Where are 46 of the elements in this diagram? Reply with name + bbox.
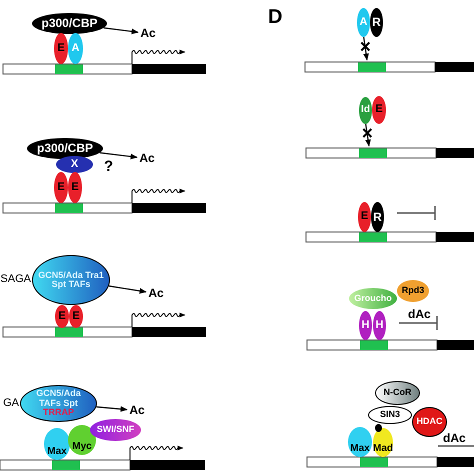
question-mark: ? xyxy=(104,158,114,175)
complex-ellipse: SWI/SNF xyxy=(90,419,141,441)
protein-ellipse: Mad xyxy=(373,428,393,457)
protein-ellipse: H xyxy=(373,311,386,340)
protein-ellipse: N-CoR xyxy=(375,381,420,405)
protein-ellipse: p300/CBP xyxy=(32,13,107,34)
protein-ellipse: H xyxy=(359,311,372,340)
arrow xyxy=(100,152,138,160)
acetylation-label: Ac xyxy=(137,152,157,165)
protein-ellipse: Max xyxy=(44,428,70,460)
activity-label: dAc xyxy=(408,307,431,321)
protein-ellipse: A xyxy=(357,8,370,37)
protein-ellipse: X xyxy=(56,156,93,173)
protein-ellipse: E xyxy=(358,202,371,232)
acetylation-label: Ac xyxy=(146,287,166,300)
protein-ellipse: HDAC xyxy=(412,407,447,437)
subunit-label: TRRAP xyxy=(42,408,74,418)
protein-ellipse: Id xyxy=(359,97,372,124)
complex-name: SAGA xyxy=(0,273,31,285)
protein-ellipse: E xyxy=(54,172,68,203)
arrow xyxy=(108,285,147,294)
panel-letter: D xyxy=(268,6,282,29)
protein-ellipse: E xyxy=(68,172,82,203)
protein-ellipse: E xyxy=(372,96,386,124)
complex-ellipse: GCN5/Ada Tra1 Spt TAFs xyxy=(32,255,110,305)
protein-ellipse: Groucho xyxy=(349,288,397,309)
protein-ellipse: Rpd3 xyxy=(397,280,429,302)
acetylation-label: Ac xyxy=(138,27,158,40)
complex-name: GA xyxy=(3,396,19,408)
protein-ellipse: E xyxy=(54,33,68,64)
arrow xyxy=(365,124,371,147)
complex-subunits: GCN5/Ada TAFs Spt xyxy=(35,389,82,408)
protein-ellipse: E xyxy=(55,305,69,328)
protein-ellipse: E xyxy=(69,305,83,328)
protein-ellipse: A xyxy=(68,33,83,64)
acetylation-label: Ac xyxy=(127,404,147,417)
arrow xyxy=(363,36,369,61)
arrow xyxy=(96,406,128,412)
protein-ellipse: Myc xyxy=(68,425,96,455)
circle-mark xyxy=(375,424,382,432)
protein-ellipse: SIN3 xyxy=(368,406,412,424)
arrow xyxy=(104,27,139,34)
protein-ellipse: R xyxy=(370,8,383,37)
protein-ellipse: R xyxy=(371,202,384,232)
protein-ellipse: Max xyxy=(348,427,372,457)
protein-ellipse: p300/CBP xyxy=(27,138,103,159)
